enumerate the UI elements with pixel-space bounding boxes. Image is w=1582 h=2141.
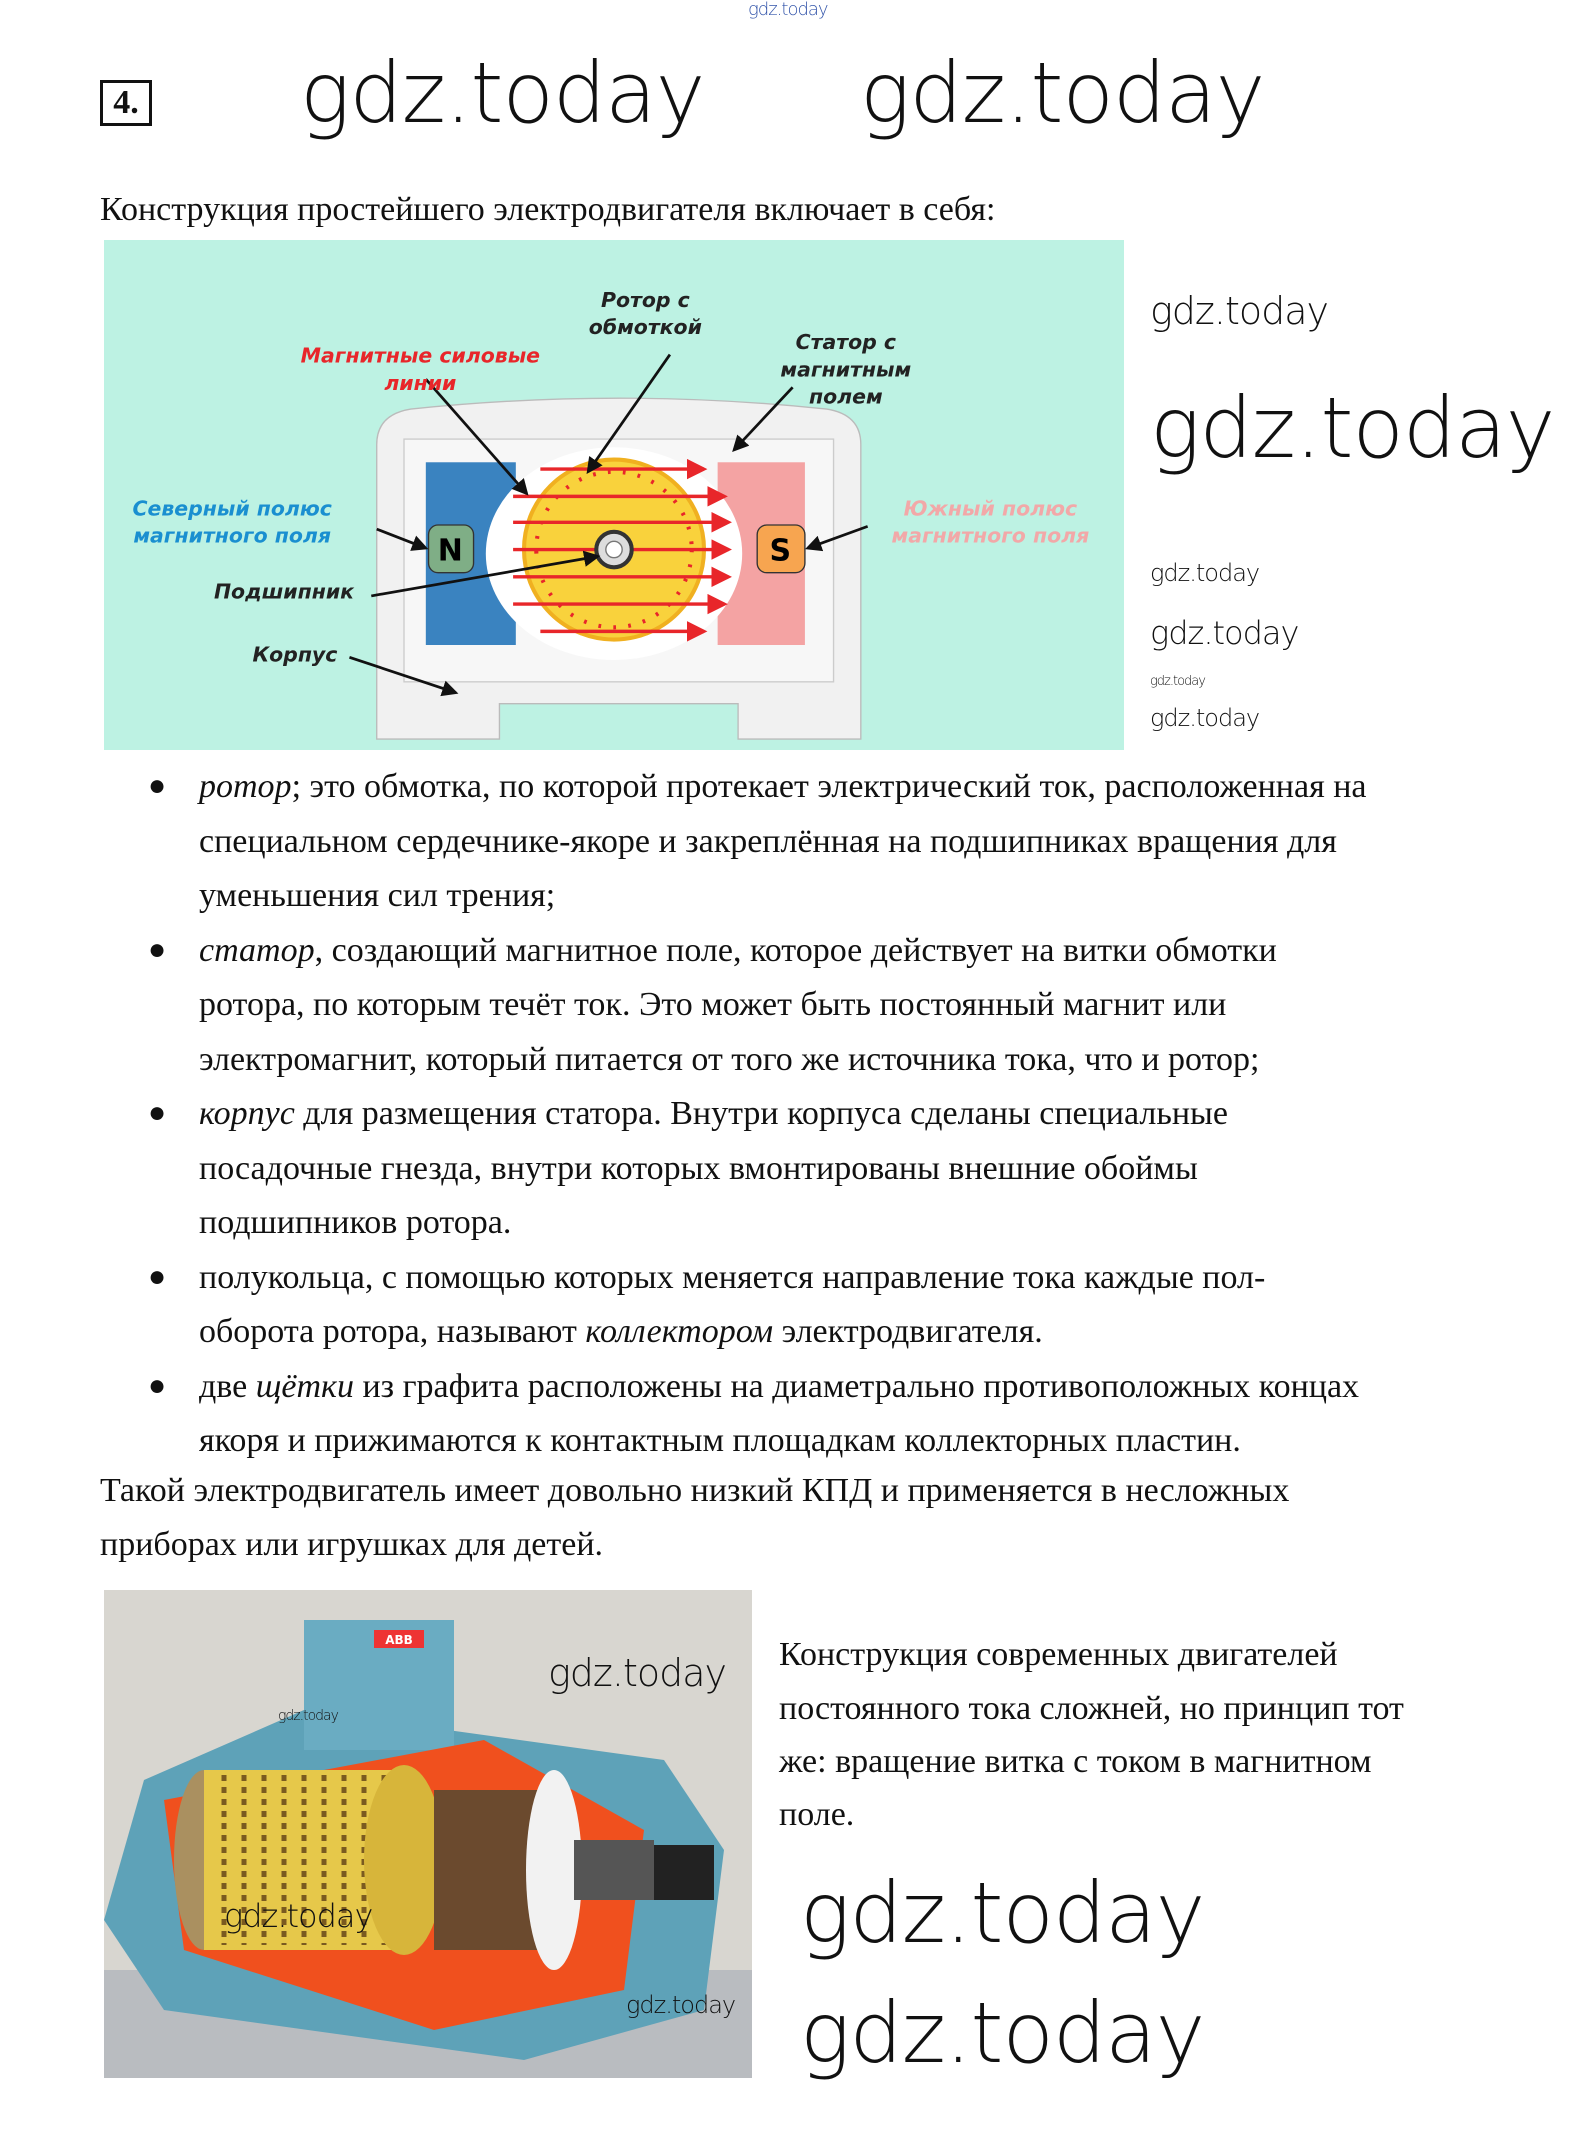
list-item-line: якоря и прижимаются к контактным площадк…	[199, 1419, 1241, 1463]
text-segment: подшипников ротора.	[199, 1204, 512, 1241]
bullet-icon: ●	[148, 1368, 167, 1402]
stator-label: Статор с	[796, 330, 896, 354]
watermark: gdz.today	[1150, 614, 1299, 652]
text-segment: якоря и прижимаются к контактным площадк…	[199, 1422, 1241, 1459]
list-item-line: ротора, по которым течёт ток. Это может …	[199, 983, 1226, 1027]
bullet-icon: ●	[148, 932, 167, 966]
side-text-line: Конструкция современных двигателей	[779, 1636, 1338, 1673]
watermark: gdz.today	[224, 1897, 373, 1935]
text-segment: из графита расположены на диаметрально п…	[353, 1367, 1360, 1405]
term: корпус	[199, 1095, 295, 1132]
conclusion-line: Такой электродвигатель имеет довольно ни…	[100, 1472, 1290, 1509]
n-label: N	[438, 533, 463, 568]
text-segment: специальном сердечнике-якоре и закреплён…	[199, 822, 1337, 860]
term: коллектором	[585, 1313, 774, 1350]
field-lines-label: линии	[384, 371, 456, 395]
watermark: gdz.today	[800, 1984, 1205, 2082]
watermark: gdz.today	[1150, 289, 1329, 333]
text-segment: для размещения статора. Внутри корпуса с…	[294, 1095, 1228, 1132]
text-segment: посадочные гнезда, внутри которых вмонти…	[199, 1149, 1198, 1187]
text-segment: полукольца, с помощью которых меняется н…	[199, 1258, 1266, 1296]
text-segment: уменьшения сил трения;	[199, 877, 556, 914]
motor-diagram: N S Ротор с обмоткой Магнитные силовые лин…	[104, 240, 1124, 750]
bullet-icon: ●	[148, 769, 167, 802]
list-item-line: электромагнит, который питается от того …	[199, 1038, 1259, 1082]
side-text-line: поле.	[779, 1796, 855, 1833]
watermark: gdz.today	[1150, 674, 1206, 689]
south-label: магнитного поля	[892, 524, 1090, 548]
watermark: gdz.today	[1150, 704, 1260, 732]
text-segment: ; это обмотка, по которой протекает элек…	[291, 768, 1367, 805]
field-lines-label: Магнитные силовые	[301, 344, 541, 368]
bullet-icon: ●	[148, 1096, 167, 1129]
list-item-line: посадочные гнезда, внутри которых вмонти…	[199, 1147, 1198, 1191]
text-segment: ротора, по которым течёт ток. Это может …	[199, 986, 1227, 1023]
list-item-line: подшипников ротора.	[199, 1201, 511, 1245]
text-segment: две	[199, 1367, 256, 1405]
stator-label: полем	[809, 385, 883, 409]
list-item-line: корпус для размещения статора. Внутри ко…	[199, 1092, 1228, 1136]
text-segment: электродвигателя.	[773, 1313, 1043, 1350]
north-label: Северный полюс	[132, 496, 331, 520]
watermark: gdz.today	[800, 1864, 1205, 1962]
intro-text: Конструкция простейшего электродвигателя…	[100, 191, 996, 228]
bullet-icon: ●	[148, 1259, 167, 1293]
brand-logo: ABB	[385, 1633, 413, 1647]
north-label: магнитного поля	[133, 524, 331, 548]
list-item-line: специальном сердечнике-якоре и закреплён…	[199, 820, 1337, 864]
list-item-line: уменьшения сил трения;	[199, 874, 555, 918]
watermark: gdz.today	[300, 44, 705, 142]
term: щётки	[255, 1367, 354, 1405]
watermark: gdz.today	[748, 0, 829, 20]
stator-label: магнитным	[780, 357, 911, 381]
watermark: gdz.today	[548, 1651, 727, 1695]
list-item-line: полукольца, с помощью которых меняется н…	[199, 1256, 1265, 1300]
task-number: 4.	[100, 80, 152, 126]
term: статор	[199, 931, 315, 969]
conclusion-line: приборах или игрушках для детей.	[100, 1526, 604, 1563]
rotor-label: обмоткой	[589, 315, 702, 339]
side-text-line: постоянного тока сложней, но принцип тот	[779, 1690, 1404, 1727]
bearing-label: Подшипник	[214, 580, 355, 604]
watermark: gdz.today	[626, 1991, 736, 2019]
s-label: S	[770, 533, 792, 568]
dc-motor-photo: ABB	[104, 1590, 752, 2078]
term: ротор	[199, 768, 292, 805]
housing-label: Корпус	[252, 642, 337, 666]
text-segment: , создающий магнитное поле, которое дейс…	[314, 931, 1277, 969]
south-label: Южный полюс	[904, 496, 1077, 520]
rotor-label: Ротор с	[601, 288, 690, 312]
side-text-line: же: вращение витка с током в магнитном	[779, 1743, 1372, 1780]
watermark: gdz.today	[1150, 559, 1260, 587]
text-segment: оборота ротора, называют	[199, 1313, 586, 1350]
text-segment: электромагнит, который питается от того …	[199, 1040, 1260, 1078]
list-item-line: две щётки из графита расположены на диам…	[199, 1365, 1359, 1409]
watermark: gdz.today	[860, 44, 1265, 142]
list-item-line: ротор; это обмотка, по которой протекает…	[199, 765, 1367, 809]
list-item-line: статор, создающий магнитное поле, которо…	[199, 929, 1277, 973]
watermark: gdz.today	[1150, 379, 1555, 477]
list-item-line: оборота ротора, называют коллектором эле…	[199, 1310, 1043, 1354]
watermark: gdz.today	[278, 1708, 339, 1724]
